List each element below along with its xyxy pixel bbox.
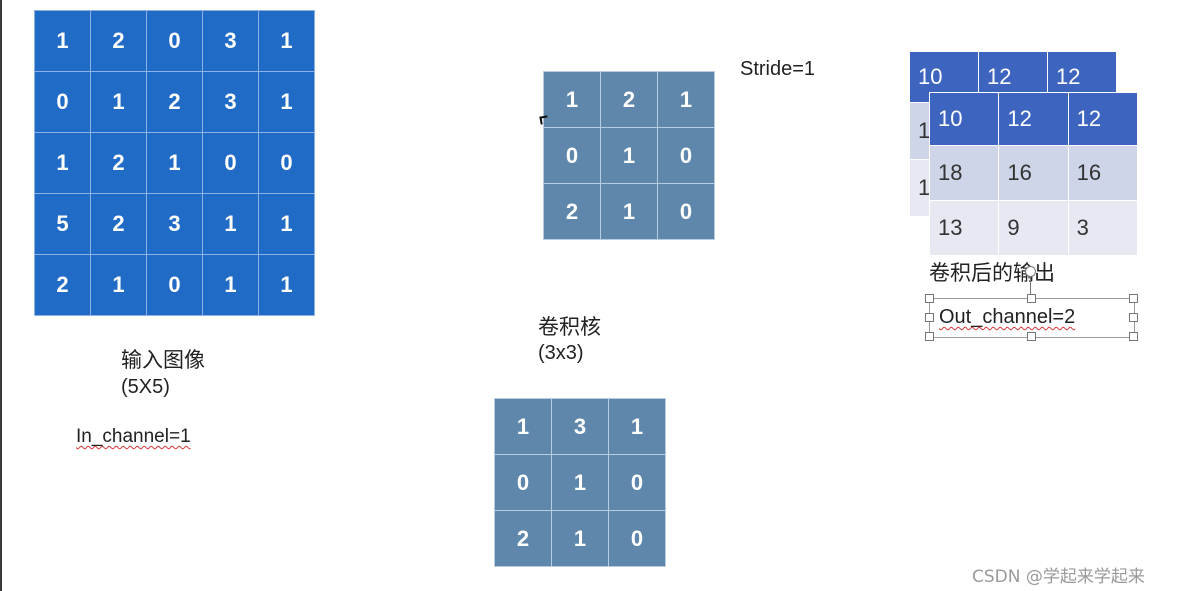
matrix-cell: 1 (657, 71, 715, 128)
watermark: CSDN @学起来学起来 (972, 567, 1145, 587)
matrix-cell: 2 (543, 183, 601, 240)
matrix-cell: 3 (202, 10, 259, 72)
kernel-matrix-2: 1 3 1 0 1 0 2 1 0 (494, 398, 666, 567)
matrix-row: 0 1 0 (494, 454, 666, 511)
matrix-cell: 1 (34, 132, 91, 194)
matrix-row: 2 1 0 1 1 (34, 254, 315, 316)
resize-handle-right[interactable] (1129, 313, 1138, 322)
matrix-cell: 1 (258, 71, 315, 133)
stride-label: Stride=1 (740, 58, 816, 80)
matrix-cell: 0 (494, 454, 552, 511)
resize-handle-left[interactable] (925, 313, 934, 322)
resize-handle-bottom[interactable] (1027, 332, 1036, 341)
matrix-cell: 0 (258, 132, 315, 194)
matrix-row: 1 2 0 3 1 (34, 10, 315, 72)
resize-handle-top-left[interactable] (925, 294, 934, 303)
matrix-cell: 1 (146, 132, 203, 194)
matrix-row: 18 16 16 (928, 145, 1139, 201)
output-title: 卷积后的输出 (929, 261, 1055, 285)
matrix-cell: 1 (608, 398, 666, 455)
matrix-row: 1 2 1 (543, 71, 715, 128)
matrix-cell: 0 (657, 183, 715, 240)
matrix-row: 2 1 0 (494, 510, 666, 567)
matrix-cell: 0 (608, 510, 666, 567)
matrix-cell: 0 (202, 132, 259, 194)
matrix-cell: 2 (90, 10, 147, 72)
matrix-cell: 16 (1067, 145, 1139, 201)
matrix-cell: 1 (90, 71, 147, 133)
matrix-cell: 1 (258, 254, 315, 316)
kernel-size: (3x3) (538, 342, 584, 364)
matrix-row: 5 2 3 1 1 (34, 193, 315, 255)
matrix-row: 0 1 2 3 1 (34, 71, 315, 133)
rotate-handle-line (1030, 276, 1031, 296)
matrix-cell: 3 (1067, 200, 1139, 256)
matrix-cell: 1 (90, 254, 147, 316)
mouse-cursor-icon (539, 115, 549, 125)
matrix-cell: 12 (1067, 92, 1139, 146)
matrix-row: 2 1 0 (543, 183, 715, 240)
matrix-cell: 0 (608, 454, 666, 511)
matrix-cell: 18 (928, 145, 1000, 201)
matrix-cell: 2 (600, 71, 658, 128)
matrix-cell: 1 (258, 193, 315, 255)
matrix-cell: 1 (600, 183, 658, 240)
resize-handle-top[interactable] (1027, 294, 1036, 303)
matrix-cell: 5 (34, 193, 91, 255)
matrix-cell: 3 (146, 193, 203, 255)
matrix-cell: 1 (258, 10, 315, 72)
matrix-cell: 1 (34, 10, 91, 72)
matrix-cell: 9 (998, 200, 1069, 256)
input-matrix: 1 2 0 3 1 0 1 2 3 1 1 2 1 0 0 5 2 3 1 1 … (34, 10, 315, 316)
matrix-cell: 1 (551, 454, 609, 511)
matrix-cell: 1 (494, 398, 552, 455)
matrix-cell: 0 (34, 71, 91, 133)
matrix-cell: 2 (146, 71, 203, 133)
window-edge (0, 0, 2, 591)
matrix-cell: 2 (34, 254, 91, 316)
out-channel-label[interactable]: Out_channel=2 (939, 306, 1076, 328)
matrix-cell: 0 (146, 10, 203, 72)
matrix-row: 1 3 1 (494, 398, 666, 455)
matrix-cell: 2 (90, 193, 147, 255)
matrix-cell: 2 (494, 510, 552, 567)
matrix-row: 10 12 12 (928, 92, 1139, 146)
in-channel-label: In_channel=1 (76, 426, 191, 447)
matrix-cell: 3 (202, 71, 259, 133)
matrix-cell: 1 (202, 254, 259, 316)
matrix-row: 0 1 0 (543, 127, 715, 184)
matrix-cell: 2 (90, 132, 147, 194)
matrix-cell: 10 (928, 92, 1000, 146)
kernel-matrix-1: 1 2 1 0 1 0 2 1 0 (543, 71, 715, 240)
input-title: 输入图像 (121, 348, 205, 372)
matrix-cell: 1 (551, 510, 609, 567)
matrix-cell: 3 (551, 398, 609, 455)
matrix-cell: 0 (146, 254, 203, 316)
matrix-cell: 13 (928, 200, 1000, 256)
matrix-cell: 16 (998, 145, 1069, 201)
resize-handle-bottom-right[interactable] (1129, 332, 1138, 341)
matrix-cell: 1 (202, 193, 259, 255)
resize-handle-top-right[interactable] (1129, 294, 1138, 303)
matrix-row: 1 2 1 0 0 (34, 132, 315, 194)
input-size: (5X5) (121, 376, 170, 398)
matrix-cell: 1 (543, 71, 601, 128)
output-matrix-front: 10 12 12 18 16 16 13 9 3 (928, 92, 1139, 256)
kernel-title: 卷积核 (538, 315, 601, 339)
matrix-cell: 12 (998, 92, 1069, 146)
matrix-cell: 0 (657, 127, 715, 184)
matrix-cell: 0 (543, 127, 601, 184)
matrix-cell: 1 (600, 127, 658, 184)
matrix-row: 13 9 3 (928, 200, 1139, 256)
resize-handle-bottom-left[interactable] (925, 332, 934, 341)
